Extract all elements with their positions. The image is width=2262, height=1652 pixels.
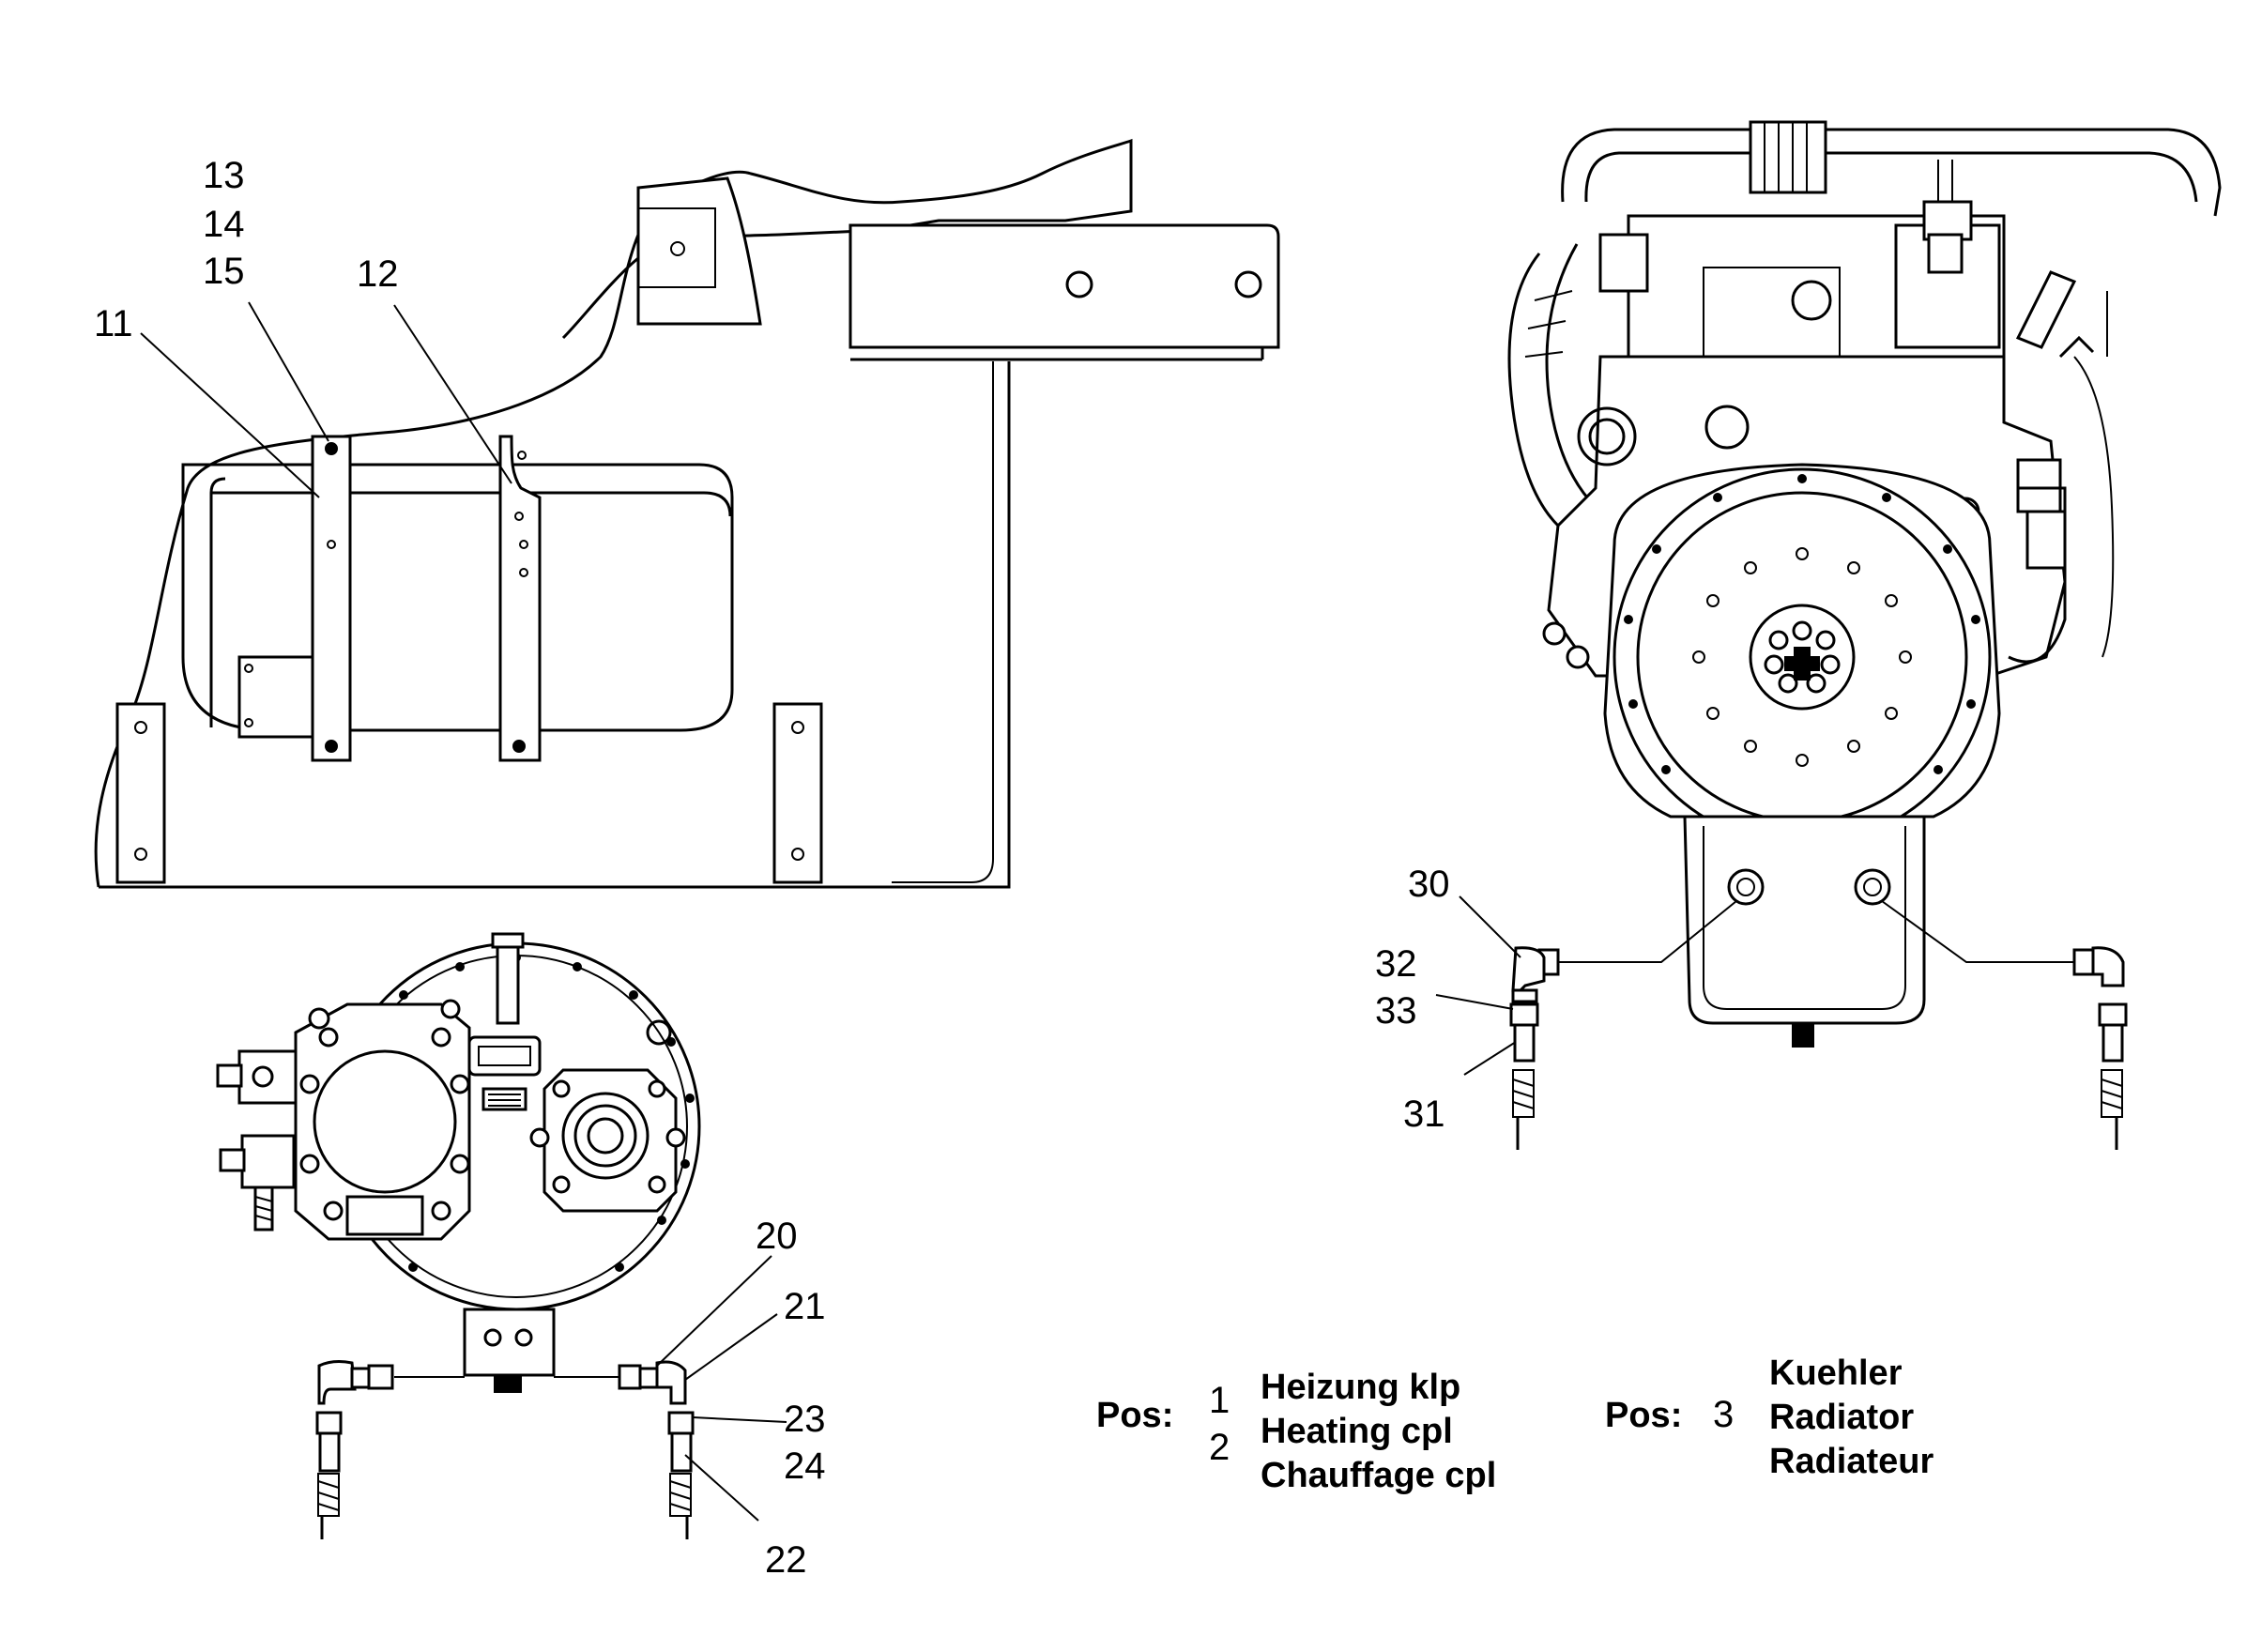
legend-heating-line-1: Heizung klp: [1261, 1368, 1460, 1407]
callout-33: 33: [1375, 990, 1417, 1032]
legend-radiator-pos-3: 3: [1713, 1394, 1734, 1435]
legend-radiator: Pos: 3 Kuehler Radiator Radiateur: [1605, 1354, 1933, 1481]
engine-view: [1507, 120, 2222, 1150]
callout-24: 24: [784, 1446, 826, 1487]
callout-23: 23: [784, 1399, 826, 1440]
legend-heating-pos-label: Pos:: [1096, 1396, 1173, 1435]
legend-radiator-line-1: Kuehler: [1769, 1354, 1903, 1393]
callout-20: 20: [756, 1216, 798, 1257]
legend-radiator-pos-label: Pos:: [1605, 1396, 1682, 1435]
legend-heating-line-3: Chauffage cpl: [1261, 1456, 1496, 1495]
legend-heating-line-2: Heating cpl: [1261, 1412, 1453, 1451]
legend-heating-pos-1: 1: [1209, 1380, 1230, 1421]
callout-12: 12: [357, 253, 399, 295]
callout-13: 13: [203, 155, 245, 196]
callout-14: 14: [203, 204, 245, 245]
callout-15: 15: [203, 251, 245, 292]
callout-11: 11: [94, 303, 133, 344]
legend-radiator-line-3: Radiateur: [1769, 1442, 1933, 1481]
tank-bracket-view: [94, 138, 1280, 889]
transmission-view: [216, 932, 701, 1539]
legend-radiator-line-2: Radiator: [1769, 1398, 1914, 1437]
callout-21: 21: [784, 1286, 826, 1327]
callout-31: 31: [1403, 1094, 1445, 1135]
callout-32: 32: [1375, 943, 1417, 985]
callout-22: 22: [765, 1539, 807, 1581]
legend-heating: Pos: 1 2 Heizung klp Heating cpl Chauffa…: [1096, 1368, 1496, 1495]
legend-heating-pos-2: 2: [1209, 1427, 1230, 1468]
callout-30: 30: [1408, 864, 1450, 905]
